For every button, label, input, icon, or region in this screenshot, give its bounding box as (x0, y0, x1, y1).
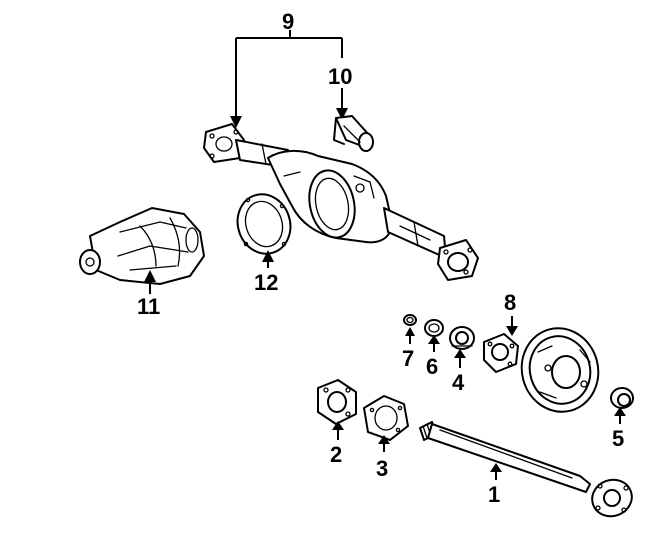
axle-shaft-part (419, 421, 633, 518)
differential-carrier-part (79, 207, 205, 285)
callout-11: 11 (137, 294, 160, 319)
callout-5-leader (614, 407, 626, 424)
callout-12: 12 (254, 270, 278, 295)
retainer-plate-part (483, 333, 519, 373)
callout-8-leader (506, 316, 518, 336)
callout-1-leader (490, 463, 502, 480)
hub-flange-part (317, 379, 357, 425)
callout-6: 6 (426, 354, 438, 379)
callout-2-leader (332, 421, 344, 440)
vent-tube-part (333, 115, 374, 152)
callout-5: 5 (612, 426, 624, 451)
seal-part (610, 387, 634, 409)
callout-2: 2 (330, 442, 342, 467)
callout-6-leader (428, 335, 440, 352)
callout-3-leader (378, 435, 390, 452)
bearing-retainer-part (424, 319, 444, 337)
callout-12-leader (262, 250, 274, 268)
callout-7: 7 (402, 346, 414, 371)
callout-8: 8 (504, 290, 516, 315)
callout-10-leader (336, 88, 348, 120)
axle-housing-part (203, 123, 479, 281)
callout-7-leader (405, 327, 415, 344)
callout-3: 3 (376, 456, 388, 481)
callout-10: 10 (328, 64, 352, 89)
callout-11-leader (144, 270, 156, 294)
callout-1: 1 (488, 482, 500, 507)
callout-4: 4 (452, 370, 465, 395)
brake-backing-plate-part (520, 327, 600, 413)
carrier-gasket-part (236, 193, 292, 255)
nut-part (403, 314, 417, 326)
callout-9: 9 (282, 9, 294, 34)
gasket-part (363, 395, 409, 441)
callout-4-leader (454, 349, 466, 368)
callout-9-bracket (230, 30, 343, 128)
bearing-part (449, 326, 475, 350)
